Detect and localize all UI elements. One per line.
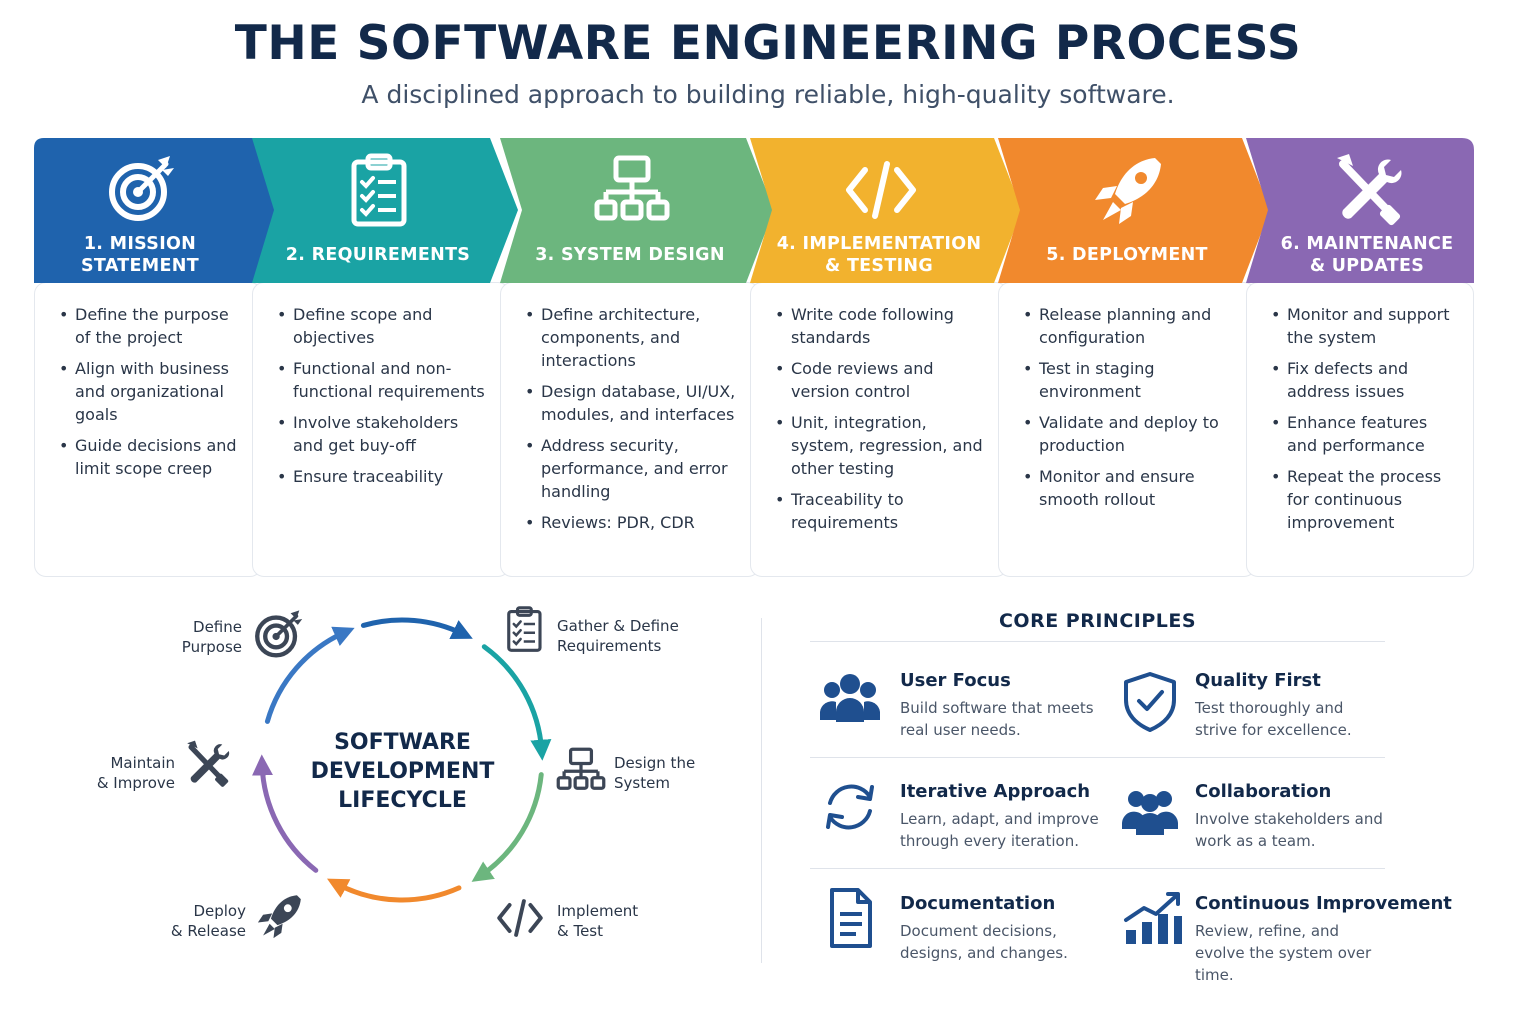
stage-bullet: Monitor and ensure smooth rollout bbox=[1023, 465, 1237, 511]
stage-bullet: Functional and non-functional requiremen… bbox=[277, 357, 491, 403]
principles-divider bbox=[810, 868, 1385, 869]
shield-check-icon bbox=[1118, 668, 1182, 732]
stage-bullet-list: Release planning and configurationTest i… bbox=[999, 283, 1255, 511]
principle-description: Build software that meets real user need… bbox=[900, 699, 1094, 739]
growth-chart-icon bbox=[1120, 886, 1184, 950]
stage-bullet: Test in staging environment bbox=[1023, 357, 1237, 403]
stage-bullet: Fix defects and address issues bbox=[1271, 357, 1455, 403]
stage-title: 2. REQUIREMENTS bbox=[285, 245, 471, 265]
users-group-icon bbox=[818, 664, 882, 728]
stage-bullet: Align with business and organizational g… bbox=[59, 357, 243, 426]
stage-card: Release planning and configurationTest i… bbox=[998, 282, 1256, 577]
section-divider bbox=[761, 618, 762, 963]
principle-title: Quality First bbox=[1195, 670, 1321, 691]
target-icon bbox=[250, 606, 308, 664]
principle-title: Iterative Approach bbox=[900, 781, 1091, 802]
cycle-step-label: Define Purpose bbox=[181, 618, 242, 656]
cycle-step-label: Design the System bbox=[614, 754, 696, 792]
team-icon bbox=[1118, 779, 1182, 843]
cycle-step-label: Maintain & Improve bbox=[96, 754, 175, 792]
stage-banner bbox=[1246, 138, 1474, 283]
rocket-icon bbox=[254, 890, 306, 942]
stage-card: Define scope and objectivesFunctional an… bbox=[252, 282, 510, 577]
page-title: THE SOFTWARE ENGINEERING PROCESS bbox=[234, 16, 1302, 71]
refresh-cycle-icon bbox=[818, 775, 882, 839]
stage-banner bbox=[750, 138, 1022, 283]
principle-title: User Focus bbox=[900, 670, 1011, 691]
target-icon bbox=[102, 150, 182, 230]
clipboard-checklist-icon bbox=[340, 150, 420, 230]
stage-bullet: Define the purpose of the project bbox=[59, 303, 243, 349]
principle-description: Test thoroughly and strive for excellenc… bbox=[1195, 699, 1352, 739]
page-subtitle: A disciplined approach to building relia… bbox=[361, 80, 1175, 109]
core-principles-title: CORE PRINCIPLES bbox=[998, 610, 1197, 632]
stage-bullet: Guide decisions and limit scope creep bbox=[59, 434, 243, 480]
principles-divider bbox=[810, 757, 1385, 758]
cycle-step-label: Gather & Define Requirements bbox=[557, 617, 679, 655]
code-brackets-icon bbox=[841, 150, 921, 230]
stage-bullet: Design database, UI/UX, modules, and int… bbox=[525, 380, 741, 426]
cycle-arrow bbox=[251, 754, 319, 873]
stage-title: 3. SYSTEM DESIGN bbox=[535, 245, 725, 265]
stage-banner bbox=[500, 138, 774, 283]
stage-banner bbox=[998, 138, 1270, 283]
stage-card: Write code following standardsCode revie… bbox=[750, 282, 1008, 577]
stage-bullet-list: Write code following standardsCode revie… bbox=[751, 283, 1007, 534]
stage-bullet-list: Define scope and objectivesFunctional an… bbox=[253, 283, 509, 488]
stage-title: 4. IMPLEMENTATION & TESTING bbox=[776, 234, 982, 276]
rocket-icon bbox=[1089, 150, 1169, 230]
wrench-screwdriver-icon bbox=[182, 738, 234, 790]
stage-bullet: Define architecture, components, and int… bbox=[525, 303, 741, 372]
principle-description: Review, refine, and evolve the system ov… bbox=[1195, 922, 1372, 984]
stage-bullet: Enhance features and performance bbox=[1271, 411, 1455, 457]
stage-bullet: Unit, integration, system, regression, a… bbox=[775, 411, 989, 480]
code-brackets-icon bbox=[494, 892, 546, 944]
cycle-step-label: Deploy & Release bbox=[170, 902, 246, 940]
stage-card: Monitor and support the systemFix defect… bbox=[1246, 282, 1474, 577]
hierarchy-diagram-icon bbox=[592, 150, 672, 230]
wrench-screwdriver-icon bbox=[1329, 150, 1409, 230]
stage-title: 6. MAINTENANCE & UPDATES bbox=[1280, 234, 1454, 276]
cycle-arrow bbox=[471, 772, 544, 882]
principle-description: Involve stakeholders and work as a team. bbox=[1195, 810, 1383, 850]
principle-description: Document decisions, designs, and changes… bbox=[900, 922, 1068, 962]
stage-bullet: Monitor and support the system bbox=[1271, 303, 1455, 349]
document-icon bbox=[818, 886, 882, 950]
stage-bullet-list: Define the purpose of the projectAlign w… bbox=[35, 283, 261, 480]
stage-card: Define architecture, components, and int… bbox=[500, 282, 760, 577]
cycle-arrow bbox=[264, 626, 355, 724]
hierarchy-diagram-icon bbox=[555, 744, 607, 796]
stage-title: 5. DEPLOYMENT bbox=[1046, 245, 1208, 265]
stage-bullet: Release planning and configuration bbox=[1023, 303, 1237, 349]
cycle-arrow bbox=[327, 878, 462, 903]
stage-bullet: Write code following standards bbox=[775, 303, 989, 349]
principles-divider bbox=[810, 641, 1385, 642]
cycle-arrow bbox=[360, 617, 473, 640]
stage-card: Define the purpose of the projectAlign w… bbox=[34, 282, 262, 577]
stage-bullet: Reviews: PDR, CDR bbox=[525, 511, 741, 534]
stage-title: 1. MISSION STATEMENT bbox=[81, 234, 199, 276]
stage-bullet-list: Define architecture, components, and int… bbox=[501, 283, 759, 534]
stage-bullet: Repeat the process for continuous improv… bbox=[1271, 465, 1455, 534]
principle-description: Learn, adapt, and improve through every … bbox=[900, 810, 1099, 850]
principle-title: Collaboration bbox=[1195, 781, 1332, 802]
stage-bullet: Traceability to requirements bbox=[775, 488, 989, 534]
stage-banner bbox=[34, 138, 290, 283]
principle-title: Continuous Improvement bbox=[1195, 893, 1452, 914]
stage-bullet: Involve stakeholders and get buy-off bbox=[277, 411, 491, 457]
stage-bullet: Address security, performance, and error… bbox=[525, 434, 741, 503]
clipboard-checklist-icon bbox=[500, 604, 550, 654]
stage-bullet: Ensure traceability bbox=[277, 465, 491, 488]
stage-bullet: Code reviews and version control bbox=[775, 357, 989, 403]
principle-title: Documentation bbox=[900, 893, 1056, 914]
lifecycle-center-label: SOFTWARE DEVELOPMENT LIFECYCLE bbox=[310, 730, 495, 813]
lifecycle-cycle bbox=[251, 617, 552, 903]
stage-bullet-list: Monitor and support the systemFix defect… bbox=[1247, 283, 1473, 534]
stage-bullet: Validate and deploy to production bbox=[1023, 411, 1237, 457]
cycle-step-label: Implement & Test bbox=[557, 902, 639, 940]
cycle-arrow bbox=[481, 644, 552, 761]
stage-bullet: Define scope and objectives bbox=[277, 303, 491, 349]
